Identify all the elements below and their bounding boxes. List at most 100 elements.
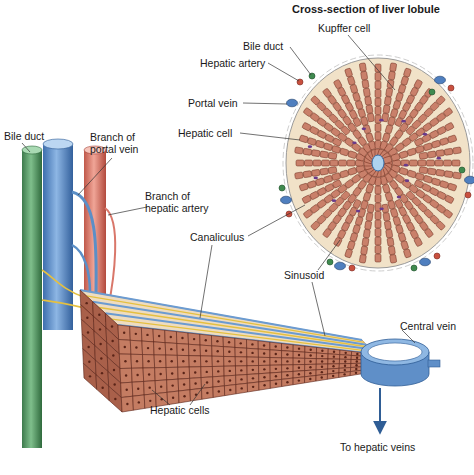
hepatic-cell-shape: [436, 169, 445, 176]
cell-nucleus: [263, 376, 265, 378]
hepatic-cell-brick: [282, 378, 293, 386]
hepatic-cell-brick: [201, 367, 213, 378]
cell-nucleus: [135, 333, 137, 335]
cell-nucleus: [112, 354, 114, 356]
hepatic-cell-brick: [153, 329, 165, 343]
hepatic-cell-shape: [382, 184, 390, 193]
hepatic-cell-brick: [236, 375, 248, 385]
bile-duct-top: [22, 146, 42, 154]
hepatic-cell-brick: [247, 374, 259, 384]
portal-vein-branch: [72, 192, 96, 298]
hepatic-cell-shape: [447, 135, 456, 143]
cell-nucleus: [206, 381, 208, 383]
part-label: Branch of portal vein: [90, 131, 152, 155]
hepatic-cell-shape: [415, 173, 424, 181]
portal-vein-section: [465, 176, 474, 184]
part-label: To hepatic veins: [340, 441, 415, 453]
hepatic-cell-brick: [167, 391, 179, 405]
hepatic-cell-shape: [388, 200, 396, 209]
cell-nucleus: [124, 360, 126, 362]
cell-nucleus: [183, 372, 185, 374]
hepatic-cell-shape: [375, 229, 381, 237]
hepatic-cell-shape: [375, 124, 381, 132]
hepatic-cell-brick: [83, 363, 96, 389]
hepatic-cell-shape: [303, 171, 312, 178]
hepatic-cell-brick: [212, 366, 224, 377]
cell-nucleus: [263, 360, 265, 362]
cell-nucleus: [99, 343, 101, 345]
hepatic-cell-shape: [367, 204, 374, 213]
portal-vein-section: [435, 76, 446, 84]
cell-nucleus: [355, 368, 357, 370]
cell-nucleus: [356, 360, 358, 362]
lobule-cross-section: [279, 55, 474, 271]
portal-triad: [459, 167, 474, 198]
cell-nucleus: [194, 360, 196, 362]
central-vein-cylinder: [361, 339, 440, 432]
cell-nucleus: [333, 355, 335, 357]
kupffer-cell-shape: [356, 210, 360, 213]
hepatic-cell-brick: [212, 346, 224, 357]
hepatic-cell-brick: [223, 347, 235, 357]
cell-nucleus: [309, 378, 311, 380]
hepatic-cell-shape: [447, 183, 456, 191]
leader-line: [190, 384, 205, 405]
hepatic-artery-section: [349, 265, 355, 271]
portal-vein-section: [287, 99, 298, 107]
cell-nucleus: [251, 343, 253, 345]
cell-nucleus: [98, 314, 100, 316]
cell-nucleus: [136, 360, 138, 362]
cell-nucleus: [310, 348, 312, 350]
cell-nucleus: [147, 360, 149, 362]
hepatic-cell-brick: [177, 355, 189, 367]
lobule-body: [286, 58, 470, 268]
hepatic-cell-shape: [307, 137, 316, 145]
cell-nucleus: [101, 387, 103, 389]
hepatic-cell-brick: [213, 386, 225, 398]
cell-nucleus: [321, 366, 323, 368]
kupffer-cell-shape: [379, 207, 383, 210]
bile-duct-section: [279, 185, 285, 191]
hepatic-plates: [295, 63, 462, 263]
cell-nucleus: [333, 351, 335, 353]
cell-nucleus: [275, 383, 277, 385]
hepatic-cell-shape: [375, 220, 381, 228]
hepatic-cell-brick: [142, 341, 154, 355]
cell-nucleus: [298, 379, 300, 381]
hepatic-cell-brick: [143, 355, 155, 368]
hepatic-cell-shape: [375, 81, 381, 89]
hepatic-cell-shape: [375, 186, 381, 194]
lobule-central-vein: [372, 155, 384, 171]
hepatic-cell-shape: [320, 168, 329, 175]
hepatic-cell-shape: [443, 107, 453, 117]
cell-nucleus: [309, 360, 311, 362]
cell-nucleus: [263, 368, 265, 370]
portal-triad: [287, 73, 316, 107]
cell-nucleus: [263, 344, 265, 346]
cell-nucleus: [181, 337, 183, 339]
hepatic-cell-shape: [331, 145, 340, 153]
hepatic-cell-shape: [424, 228, 434, 238]
cell-nucleus: [125, 374, 127, 376]
hepatic-cell-brick: [176, 332, 188, 345]
hepatic-cell-brick: [223, 337, 235, 348]
hepatic-cell-brick: [305, 375, 317, 382]
cell-nucleus: [252, 377, 254, 379]
cell-nucleus: [114, 398, 116, 400]
hepatic-cell-shape: [358, 208, 366, 217]
hepatic-cell-shape: [390, 208, 398, 217]
portal-triads: [279, 73, 474, 271]
hepatic-cell-brick: [270, 365, 282, 373]
part-label: Canaliculus: [190, 231, 244, 243]
cell-nucleus: [275, 360, 277, 362]
hepatic-cell-brick: [258, 357, 270, 365]
cell-nucleus: [240, 342, 242, 344]
cell-nucleus: [159, 360, 161, 362]
hepatic-cell-brick: [119, 340, 131, 355]
canaliculus-line: [42, 270, 86, 298]
leader-line: [312, 282, 325, 336]
hepatic-cell-brick: [109, 386, 122, 412]
kupffer-cell-shape: [405, 179, 409, 182]
cell-nucleus: [182, 360, 184, 362]
